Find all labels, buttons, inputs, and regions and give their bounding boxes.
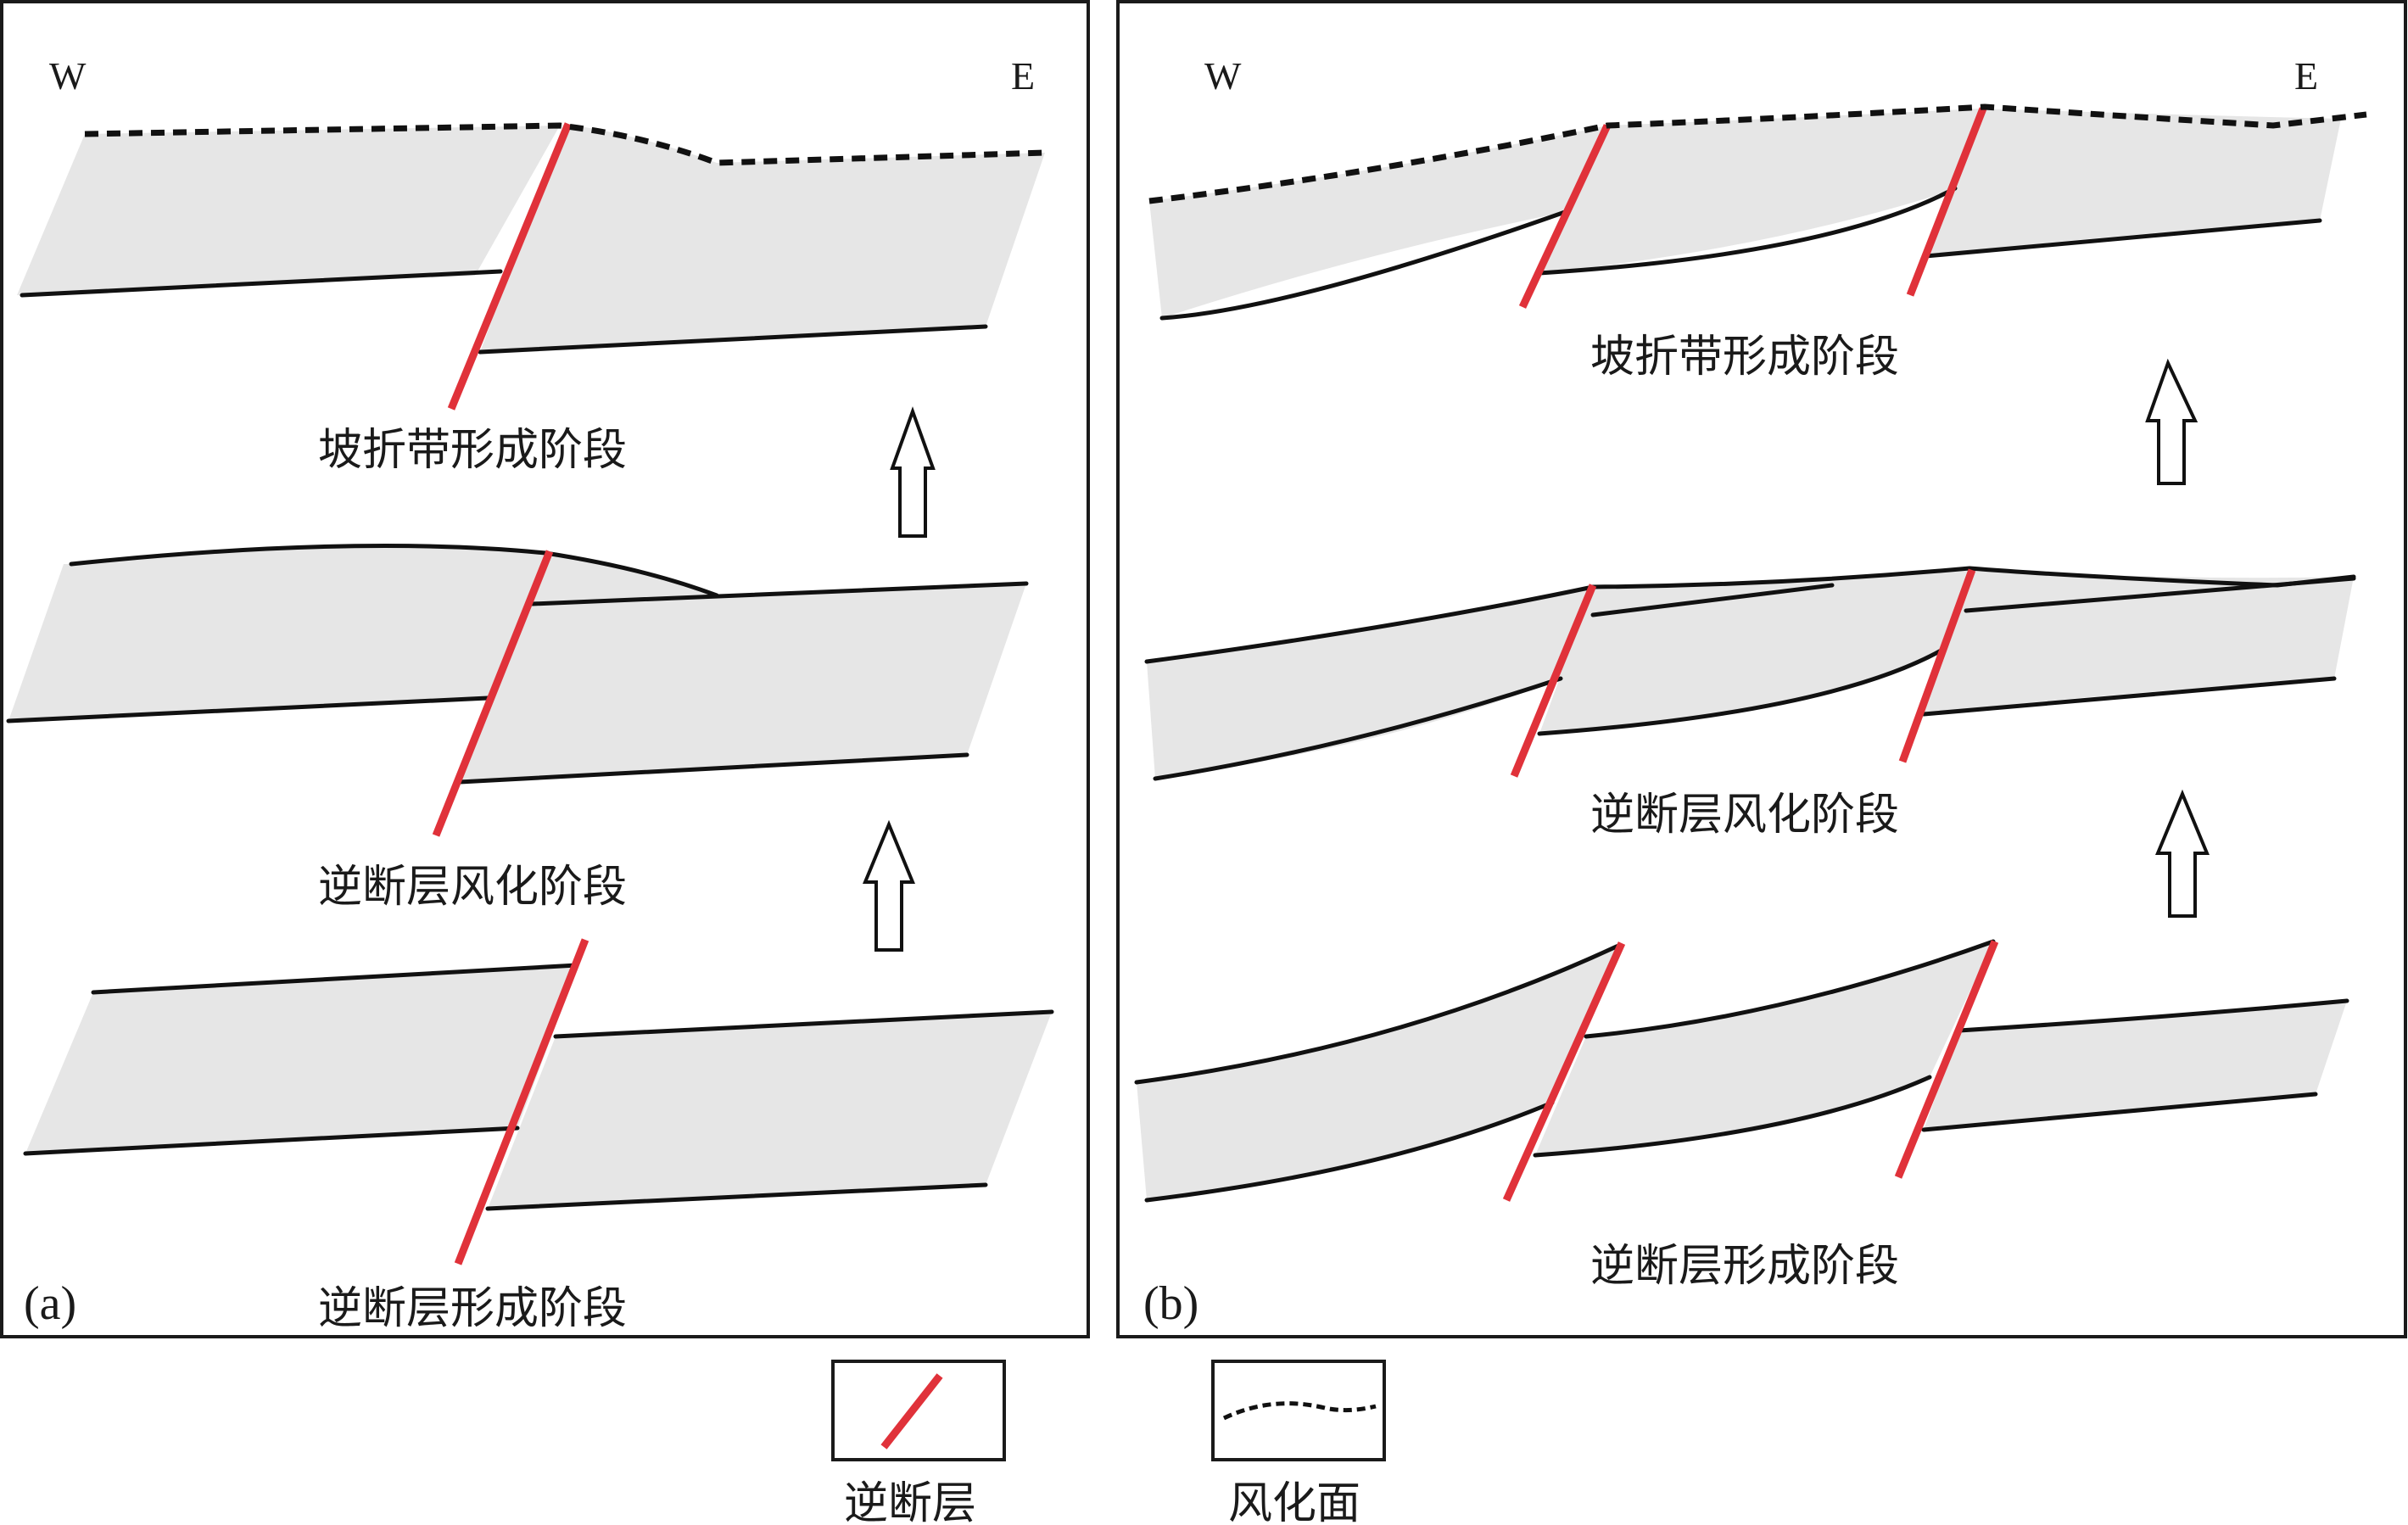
panel-a-mid-east-boundary bbox=[457, 752, 969, 785]
panel-b-top-weathering-surface bbox=[1148, 103, 2367, 204]
panel-b-top-fault-2 bbox=[1906, 107, 1987, 297]
panel-a-middle-section bbox=[6, 544, 1029, 837]
panel-b-top-east-layer bbox=[1925, 109, 2341, 256]
panel-b-letter: (b) bbox=[1143, 1277, 1198, 1330]
panel-a-top-east-boundary bbox=[478, 324, 988, 355]
panel-a-bot-east-top bbox=[553, 1009, 1054, 1039]
panel-b-stage-bottom: 逆断层形成阶段 bbox=[1590, 1241, 1899, 1292]
panel-a-west-label: W bbox=[49, 54, 87, 98]
legend-weathering-box bbox=[1211, 1360, 1386, 1461]
panel-b-west-label: W bbox=[1204, 54, 1242, 98]
panel-a-bot-hanging-layer bbox=[25, 964, 578, 1154]
panel-b-top-fault-1 bbox=[1518, 124, 1612, 309]
panel-a-stage-bottom: 逆断层形成阶段 bbox=[318, 1283, 627, 1334]
panel-a-top-west-boundary bbox=[20, 269, 503, 298]
panel-a-bot-west-top bbox=[91, 963, 579, 995]
panel-b-bottom-section bbox=[1134, 939, 2349, 1203]
legend-fault-symbol bbox=[880, 1373, 943, 1450]
panel-b-stage-middle: 逆断层风化阶段 bbox=[1590, 790, 1899, 841]
legend-fault-box bbox=[831, 1360, 1006, 1461]
panel-b: W E 坡折带形成阶段 逆断层风 bbox=[1116, 0, 2407, 1338]
panel-a-top-fault bbox=[447, 122, 573, 411]
panel-a-stage-middle: 逆断层风化阶段 bbox=[318, 862, 627, 913]
panel-a-top-section bbox=[17, 122, 1046, 411]
panel-b-mid-fault1-top bbox=[1590, 583, 1835, 617]
panel-b-top-west-layer bbox=[1149, 126, 1607, 318]
panel-b-mid-mid-base bbox=[1537, 646, 1947, 736]
panel-b-mid-west-layer bbox=[1147, 587, 1593, 779]
panel-a-east-label: E bbox=[1011, 54, 1035, 98]
panel-b-arrow-upper-icon bbox=[2145, 358, 2198, 485]
panel-b-arrow-lower-icon bbox=[2155, 789, 2210, 918]
legend-weathering-label: 风化面 bbox=[1228, 1478, 1360, 1525]
panel-b-frame bbox=[1116, 0, 2407, 1338]
panel-a-bot-west-bottom bbox=[23, 1126, 520, 1156]
panel-a-arrow-upper-icon bbox=[890, 406, 936, 538]
panel-b-mid-east-base bbox=[1921, 676, 2337, 717]
panel-b-mid-east-layer bbox=[1924, 568, 2354, 714]
panel-b-top-east-base bbox=[1923, 218, 2322, 259]
panel-b-top-west-base bbox=[1159, 209, 1567, 321]
panel-b-mid-fault-1 bbox=[1510, 584, 1597, 778]
legend-weathering-symbol bbox=[1222, 1401, 1377, 1421]
panel-b-bot-mid-top bbox=[1584, 939, 1996, 1039]
panel-a-arrow-lower-icon bbox=[863, 819, 915, 952]
panel-b-bot-west-top bbox=[1134, 943, 1621, 1085]
panel-b-mid-top-surface bbox=[1144, 566, 2356, 664]
panel-b-bot-east-top bbox=[1957, 998, 2349, 1033]
panel-b-mid-west-base bbox=[1153, 676, 1563, 781]
panel-a: W E 坡折带形成阶段 逆断层风化阶段 bbox=[0, 0, 1090, 1338]
legend-fault-label: 逆断层 bbox=[844, 1478, 976, 1525]
panel-a-bottom-section bbox=[23, 938, 1054, 1265]
panel-b-bot-west-layer bbox=[1137, 946, 1618, 1200]
panel-a-stage-top: 坡折带形成阶段 bbox=[318, 425, 627, 476]
panel-a-mid-west-boundary bbox=[6, 695, 490, 723]
legend: 逆断层 风化面 bbox=[831, 1360, 1386, 1525]
panel-b-bot-west-base bbox=[1144, 1100, 1555, 1203]
panel-a-mid-top-surface bbox=[69, 544, 719, 598]
panel-a-top-foot-layer bbox=[479, 124, 1045, 355]
panel-a-top-weathering-surface bbox=[84, 122, 1046, 166]
panel-b-bot-east-base bbox=[1921, 1092, 2318, 1132]
panel-b-top-mid-base bbox=[1537, 186, 1958, 276]
panel-b-top-section bbox=[1148, 103, 2367, 321]
panel-b-mid-fault-2 bbox=[1898, 568, 1976, 763]
panel-a-bot-east-bottom bbox=[485, 1182, 988, 1211]
panel-b-stage-top: 坡折带形成阶段 bbox=[1590, 332, 1899, 383]
panel-b-bot-east-layer bbox=[1924, 1001, 2347, 1130]
panel-b-middle-section bbox=[1144, 566, 2356, 781]
panel-b-top-mid-layer bbox=[1539, 109, 1981, 273]
panel-a-bot-fault bbox=[454, 938, 589, 1265]
panel-a-top-hanging-layer bbox=[17, 126, 560, 295]
panel-a-mid-fault bbox=[432, 550, 554, 837]
panel-a-mid-hanging-layer bbox=[8, 545, 545, 721]
panel-a-letter: (a) bbox=[24, 1277, 76, 1330]
panel-a-mid-foot-layer bbox=[458, 553, 1026, 782]
panel-a-frame bbox=[0, 0, 1090, 1338]
panel-b-bot-fault-1 bbox=[1502, 941, 1626, 1202]
panel-b-mid-fault2-top bbox=[1964, 576, 2356, 613]
panel-a-bot-foot-layer bbox=[488, 1012, 1052, 1209]
panel-a-mid-east-top-boundary bbox=[530, 581, 1029, 606]
panel-b-bot-mid-base bbox=[1533, 1075, 1932, 1158]
panel-b-bot-fault-2 bbox=[1894, 940, 1999, 1179]
panel-b-east-label: E bbox=[2294, 54, 2318, 98]
panel-b-bot-mid-layer bbox=[1535, 941, 1993, 1155]
